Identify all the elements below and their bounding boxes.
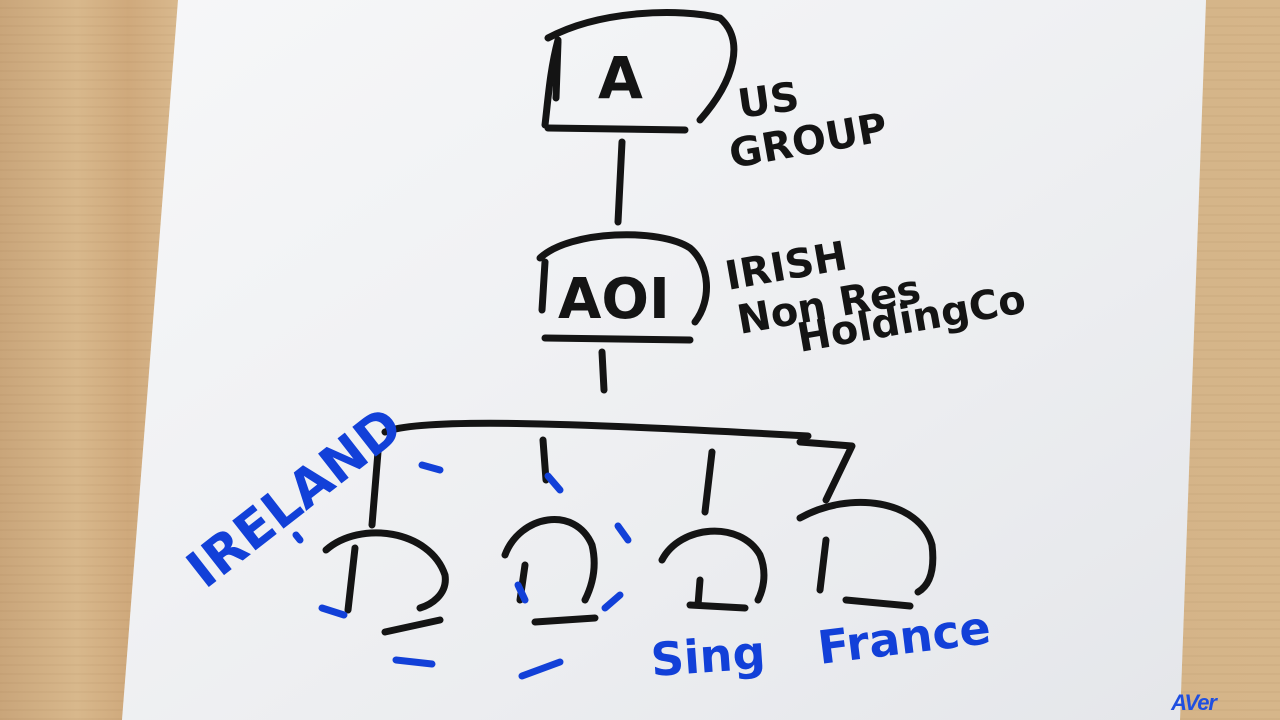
sub-4-base [842, 596, 914, 610]
top-node-bar [552, 38, 562, 102]
connector-top [614, 138, 626, 226]
blue-mark-7 [392, 656, 436, 668]
sub-1-bar [344, 544, 359, 614]
sub-3-bar [694, 576, 704, 609]
sub-1-shape [322, 529, 449, 612]
connector-middle [598, 348, 608, 394]
holding-node-bar [538, 258, 549, 314]
blue-mark-1 [418, 461, 444, 474]
label-sing: Sing [649, 625, 767, 687]
holding-node-code: AOI [558, 267, 670, 332]
drop-1 [368, 448, 382, 529]
holding-node-shape [536, 231, 710, 326]
drop-3 [701, 448, 716, 516]
branch-bar [381, 419, 812, 440]
drop-4 [796, 438, 856, 504]
sub-4-shape [796, 498, 937, 596]
sub-1-base [381, 616, 444, 636]
top-node-label-1: US [735, 74, 802, 128]
sub-2-shape [501, 516, 598, 604]
sub-3-shape [658, 527, 768, 604]
blue-mark-8 [518, 658, 564, 680]
holding-node-base [541, 334, 694, 344]
blue-mark-4 [318, 604, 348, 619]
blue-mark-6 [601, 591, 624, 612]
blue-mark-2 [544, 472, 564, 494]
top-node-base [544, 124, 689, 134]
blue-mark-9 [292, 531, 304, 544]
drop-2 [539, 436, 550, 484]
sub-2-base [531, 614, 599, 626]
sub-4-bar [816, 536, 830, 594]
blue-mark-5 [514, 581, 529, 604]
blue-mark-3 [614, 522, 632, 544]
top-node-code: A [598, 44, 643, 112]
sub-3-base [686, 601, 749, 612]
aver-watermark: AVer [1171, 690, 1217, 715]
